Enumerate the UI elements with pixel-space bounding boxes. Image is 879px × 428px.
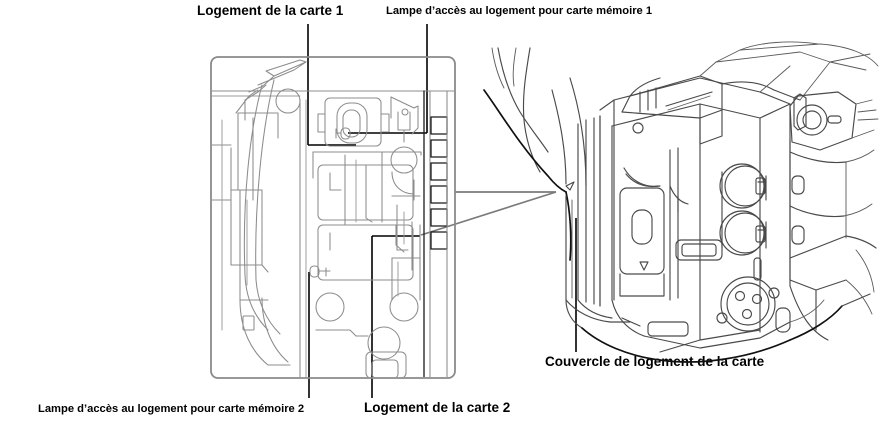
label-slot-cover: Couvercle de logement de la carte — [545, 354, 765, 369]
inset-card-slot-drawing — [212, 59, 454, 377]
camera-body-drawing — [483, 41, 879, 363]
leader-lines — [307, 24, 577, 398]
label-card-slot-1: Logement de la carte 1 — [197, 3, 344, 18]
inset-frame — [210, 56, 456, 379]
label-access-lamp-1: Lampe d’accès au logement pour carte mém… — [386, 5, 653, 17]
label-card-slot-2: Logement de la carte 2 — [364, 400, 511, 415]
label-access-lamp-2: Lampe d’accès au logement pour carte mém… — [38, 403, 305, 415]
magnification-callout — [420, 191, 557, 236]
